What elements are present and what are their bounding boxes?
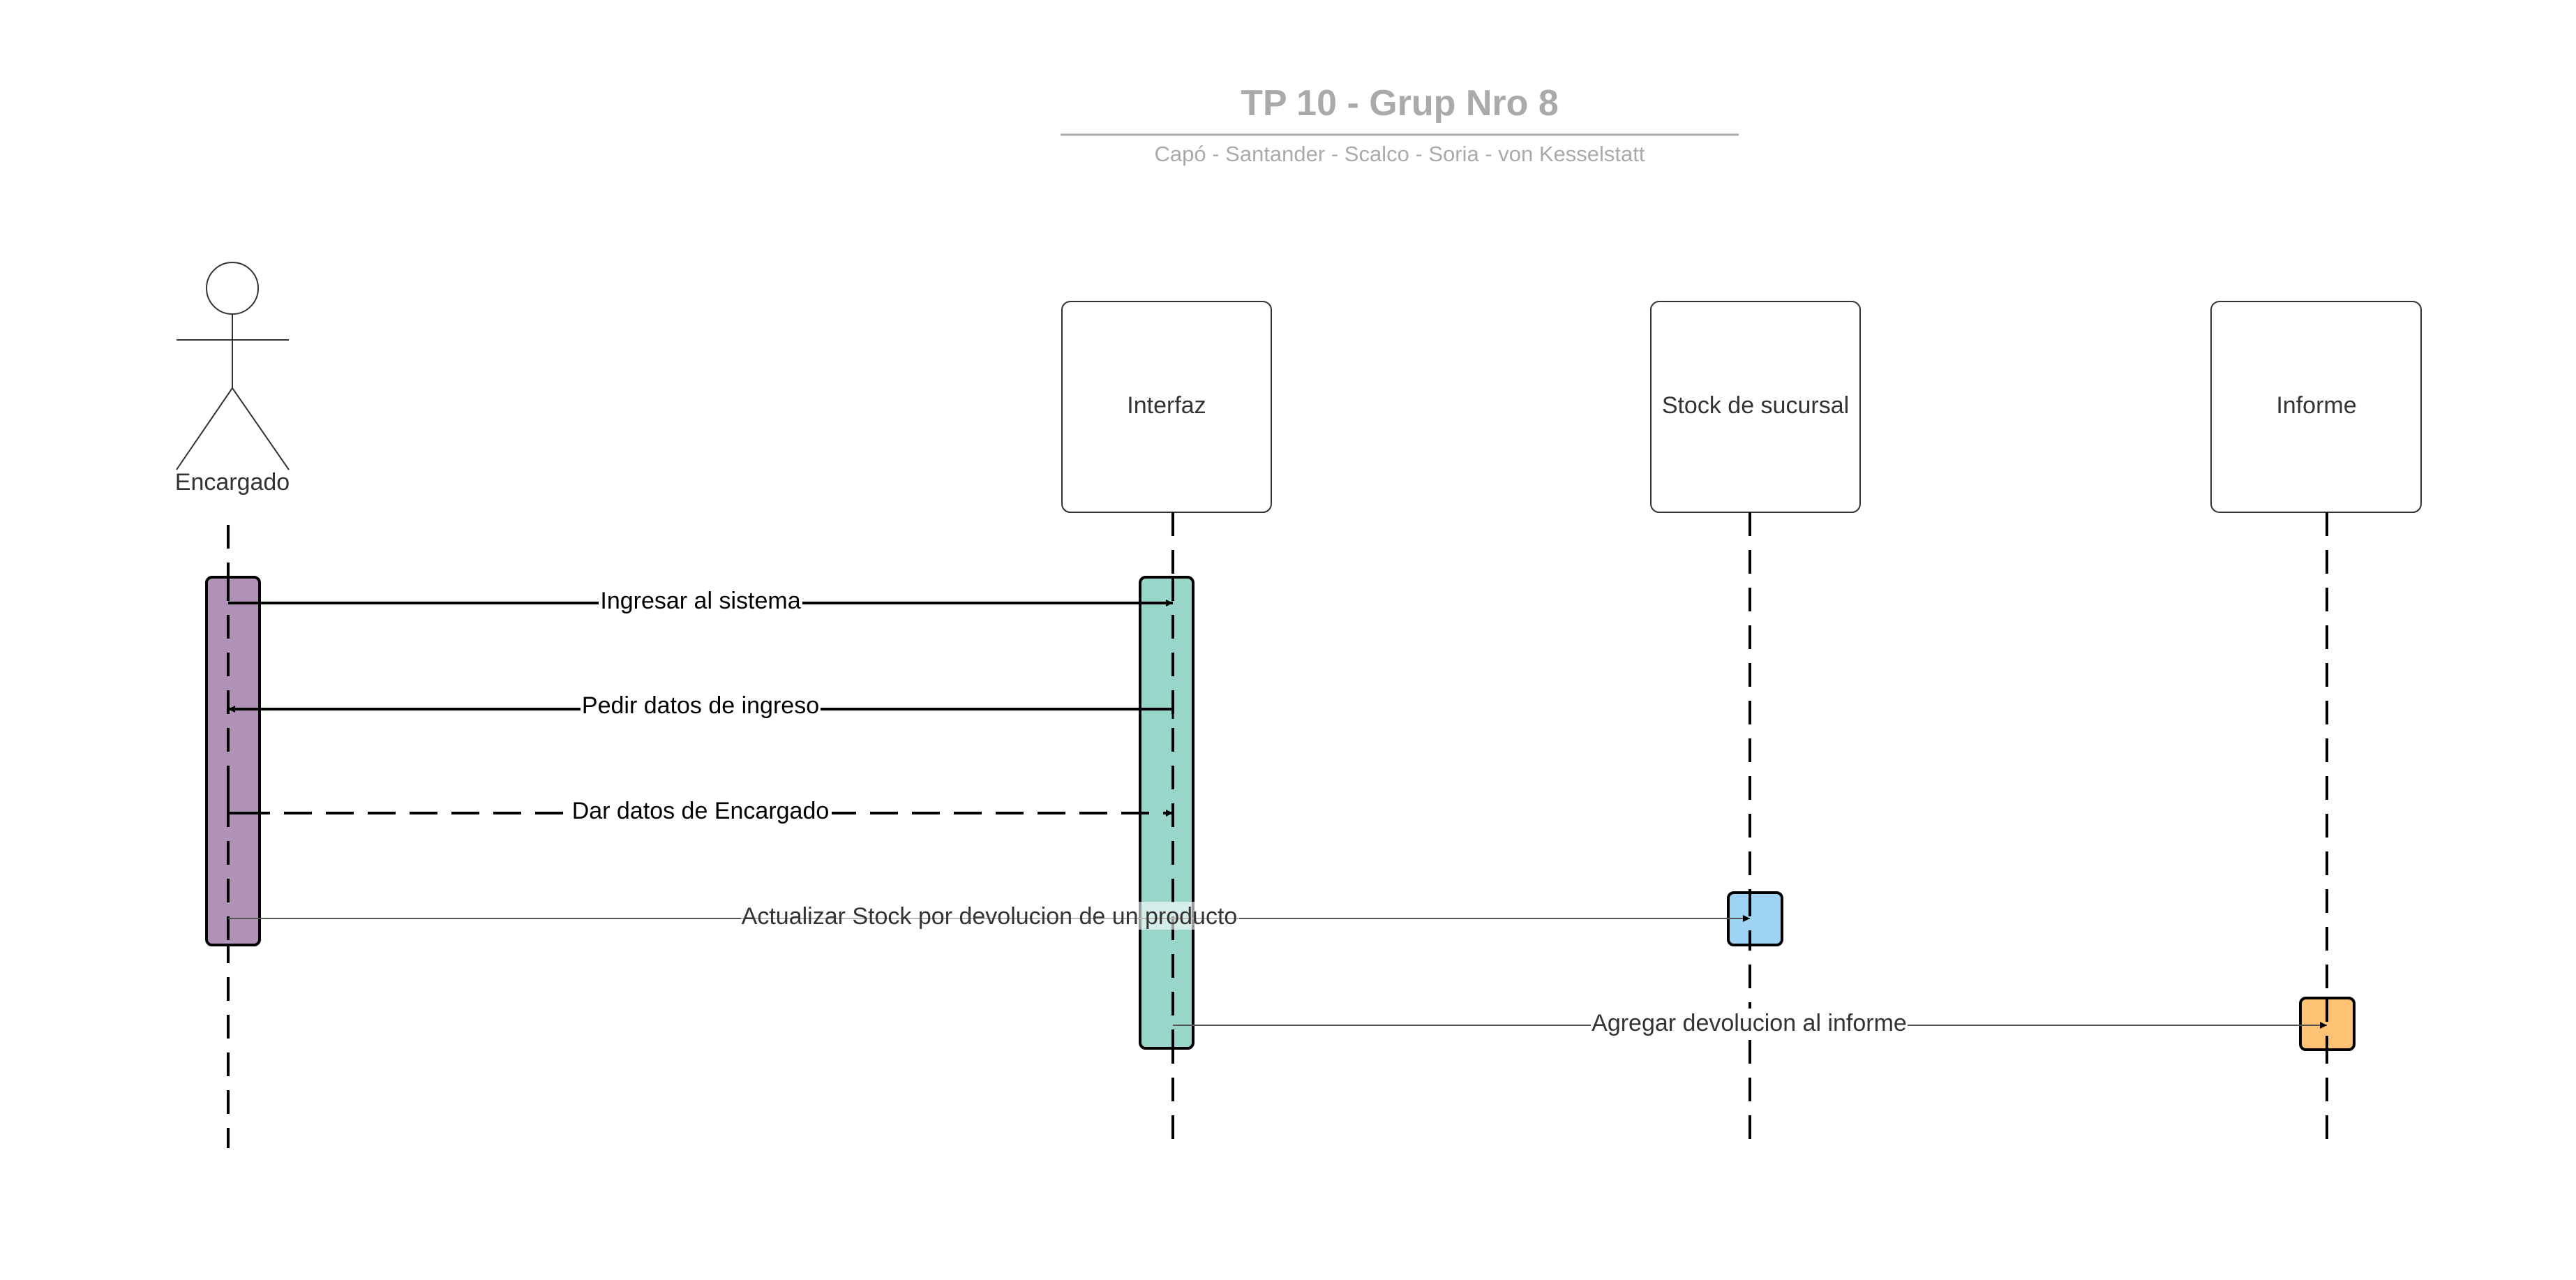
participant-stock-de-sucursal[interactable]: Stock de sucursal	[1650, 301, 1861, 513]
message-label-bg	[569, 796, 832, 824]
activation-bar-encargado	[205, 576, 261, 946]
participant-box	[1061, 301, 1272, 513]
message-label: Ingresar al sistema	[600, 588, 800, 614]
participant-box	[2210, 301, 2422, 513]
message-label: Agregar devolucion al informe	[1592, 1010, 1907, 1036]
actor-right-leg	[232, 387, 290, 470]
message-pedir-datos-de-ingreso[interactable]: Pedir datos de ingreso	[228, 691, 1174, 719]
participant-interfaz[interactable]: Interfaz	[1061, 301, 1272, 513]
message-label-bg	[581, 691, 821, 719]
message-elbow	[227, 783, 242, 814]
message-agregar-devolucion[interactable]: Agregar devolucion al informe	[1173, 1009, 2327, 1036]
message-label: Pedir datos de ingreso	[582, 692, 819, 719]
participant-label: Informe	[2276, 392, 2356, 419]
message-label: Dar datos de Encargado	[572, 798, 830, 824]
actor-encargado[interactable]: Encargado	[175, 262, 290, 496]
diagram-title: TP 10 - Grup Nro 8	[1241, 83, 1559, 124]
actor-left-leg	[176, 387, 233, 470]
participant-label: Stock de sucursal	[1662, 392, 1849, 419]
actor-label: Encargado	[175, 469, 290, 496]
message-label-bg	[1591, 1009, 1908, 1036]
diagram-subtitle: Capó - Santander - Scalco - Soria - von …	[1155, 142, 1645, 166]
message-actualizar-stock[interactable]: Actualizar Stock por devolucion de un pr…	[228, 902, 1750, 930]
participant-label: Interfaz	[1127, 392, 1206, 419]
message-dar-datos-de-encargado[interactable]: Dar datos de Encargado	[227, 783, 1173, 824]
message-label-bg	[741, 902, 1239, 930]
actor-head	[206, 262, 259, 315]
message-ingresar-al-sistema[interactable]: Ingresar al sistema	[228, 586, 1173, 614]
message-label: Actualizar Stock por devolucion de un pr…	[742, 903, 1238, 930]
participant-box	[1650, 301, 1861, 513]
participant-informe[interactable]: Informe	[2210, 301, 2422, 513]
message-label-bg	[599, 586, 802, 614]
